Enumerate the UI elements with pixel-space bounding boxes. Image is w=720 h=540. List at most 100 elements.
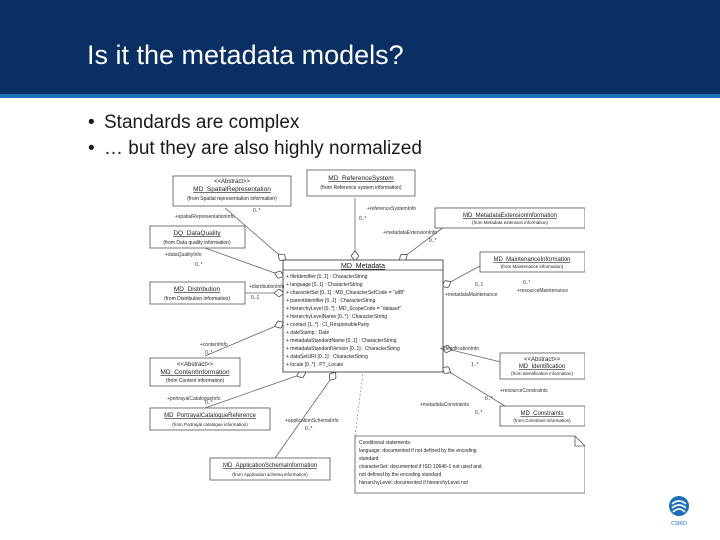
class-name: MD_ReferenceSystem (328, 175, 393, 182)
role-label: +distributionInfo (249, 284, 285, 290)
assoc-portrayal (204, 373, 305, 409)
note-line: hierarchyLevel: documented if hierarchyL… (359, 480, 469, 486)
role-label: +metadataExtensionInfo (383, 230, 437, 236)
role-label: +contentInfo (200, 342, 228, 348)
assoc-contentinfo (204, 323, 283, 357)
md-attribute: + language [0..1] : CharacterString (286, 282, 363, 288)
md-attribute: + contact [1..*] : CI_ResponsibleParty (286, 322, 370, 328)
class-box-maintinfo (479, 251, 585, 273)
assoc-extinfo (400, 225, 446, 260)
csiro-logo-wave (671, 504, 687, 509)
md-metadata-class: MD_Metadata + fileIdentifier [0..1] : Ch… (282, 259, 444, 373)
class-box-extinfo (434, 207, 585, 229)
multiplicity: 0..* (253, 208, 261, 214)
bullet-dot: • (88, 138, 95, 159)
md-attribute: + parentIdentifier [0..1] : CharacterStr… (286, 298, 376, 304)
multiplicity-labels: 0..* 0..* 0..* 0..* 0..1 0..1 0..* 0..* … (195, 208, 531, 432)
class-name: DQ_DataQuality (173, 230, 221, 237)
note-anchor-line (354, 371, 364, 437)
class-labels: <<Abstract>> MD_SpatialRepresentation (f… (160, 175, 573, 477)
role-labels: +spatialRepresentationInfo +referenceSys… (165, 206, 568, 424)
role-label: +metadataConstraints (420, 402, 470, 408)
class-stereo: <<Abstract>> (214, 179, 251, 185)
multiplicity: 0..* (523, 280, 531, 286)
class-package: (from Application schema information) (232, 472, 308, 477)
note-line: not defined by the encoding standard (359, 472, 442, 478)
bullet-text: Standards are complex (104, 112, 300, 133)
md-attribute: + hierarchyLevel [0..*] : MD_ScopeCode =… (286, 306, 401, 312)
bullet-text: … but they are also highly normalized (104, 138, 422, 159)
csiro-logo-wave (672, 508, 686, 513)
banner-accent-line (0, 94, 720, 98)
class-package: (from Portrayal catalogue information) (172, 422, 248, 427)
multiplicity: 1..* (471, 362, 479, 368)
class-name: MD_PortrayalCatalogueReference (164, 413, 256, 419)
multiplicity: 0..1 (251, 295, 260, 301)
class-name: MD_ContentInformation (160, 369, 229, 376)
bullet-list: • Standards are complex • … but they are a… (88, 110, 422, 162)
class-box-distribution (149, 281, 246, 305)
class-name: MD_Distribution (174, 286, 221, 293)
assoc-spatialrep (224, 207, 285, 260)
class-box-dataquality (149, 225, 246, 249)
csiro-logo-text: CSIRO (671, 521, 687, 527)
multiplicity: 0..* (429, 238, 437, 244)
note-line: language: documented if not defined by t… (359, 448, 477, 454)
md-attribute: + metadataStandardVersion [0..1] : Chara… (286, 346, 400, 352)
note-text: Conditional statements: language: docume… (359, 440, 482, 486)
multiplicity: 0..* (205, 350, 213, 356)
multiplicity: 0..* (485, 396, 493, 402)
role-label: +resourceConstraints (500, 388, 548, 394)
conditional-note: Conditional statements: language: docume… (354, 371, 585, 494)
class-package: (from Reference system information) (320, 185, 401, 191)
class-package: (from Identification information) (511, 371, 574, 376)
md-metadata-attributes: + fileIdentifier [0..1] : CharacterStrin… (286, 274, 405, 368)
uml-canvas: <<Abstract>> MD_SpatialRepresentation (f… (149, 169, 585, 494)
role-label: +portrayalCatalogueInfo (167, 396, 221, 402)
role-label: +dataQualityInfo (165, 252, 202, 258)
md-attribute: + metadataStandardName [0..1] : Characte… (286, 338, 397, 344)
multiplicity: 0..1 (475, 282, 484, 288)
role-label: +spatialRepresentationInfo (175, 214, 235, 220)
role-label: +referenceSystemInfo (367, 206, 416, 212)
bullet-dot: • (88, 112, 95, 133)
class-stereo: <<Abstract>> (524, 357, 561, 363)
md-attribute: + hierarchyLevelName [0..*] : CharacterS… (286, 314, 387, 320)
md-attribute: + characterSet [0..1] : MD_CharacterSetC… (286, 290, 405, 296)
class-name: MD_SpatialRepresentation (193, 186, 271, 193)
md-attribute: + dateStamp : Date (286, 330, 329, 336)
slide-title: Is it the metadata models? (87, 40, 404, 70)
class-package: (from Spatial representation information… (187, 196, 277, 202)
multiplicity: 0..* (195, 262, 203, 268)
class-package: (from Distribution information) (164, 296, 230, 302)
bullet-item: • … but they are also highly normalized (88, 136, 422, 162)
note-line: characterSet: documented if ISO 10646-1 … (359, 464, 482, 470)
class-box-appschema (209, 457, 331, 481)
class-box-spatialrep (172, 175, 292, 207)
md-attribute: + dataSetURI [0..1] : CharacterString (286, 354, 368, 360)
class-package: (from Data quality information) (163, 240, 231, 246)
class-box-portrayal (149, 407, 271, 431)
md-metadata-box (282, 259, 444, 373)
assoc-appschema (274, 373, 335, 459)
md-attribute: + locale [0..*] : PT_Locale (286, 362, 343, 368)
class-stereo: <<Abstract>> (177, 362, 214, 368)
class-name: MD_MetadataExtensionInformation (463, 213, 557, 219)
csiro-logo: CSIRO (669, 496, 689, 527)
class-name: MD_Constraints (520, 411, 563, 417)
role-label: +resourceMaintenance (517, 288, 568, 294)
uml-diagram: <<Abstract>> MD_SpatialRepresentation (f… (145, 168, 585, 498)
class-box-identification (499, 352, 585, 380)
multiplicity: 0..* (359, 216, 367, 222)
class-box-contentinfo (149, 357, 241, 387)
multiplicity: 0..* (305, 426, 313, 432)
multiplicity: 0..* (205, 400, 213, 406)
role-label: +identificationInfo (440, 346, 479, 352)
class-package: (from Constraint information) (513, 418, 571, 423)
note-line: Conditional statements: (359, 440, 411, 446)
note-line: standard (359, 456, 379, 462)
csiro-logo-wave (671, 500, 687, 505)
csiro-logo-disc (669, 496, 689, 516)
assoc-constraints (443, 368, 506, 407)
md-attribute: + fileIdentifier [0..1] : CharacterStrin… (286, 274, 368, 280)
